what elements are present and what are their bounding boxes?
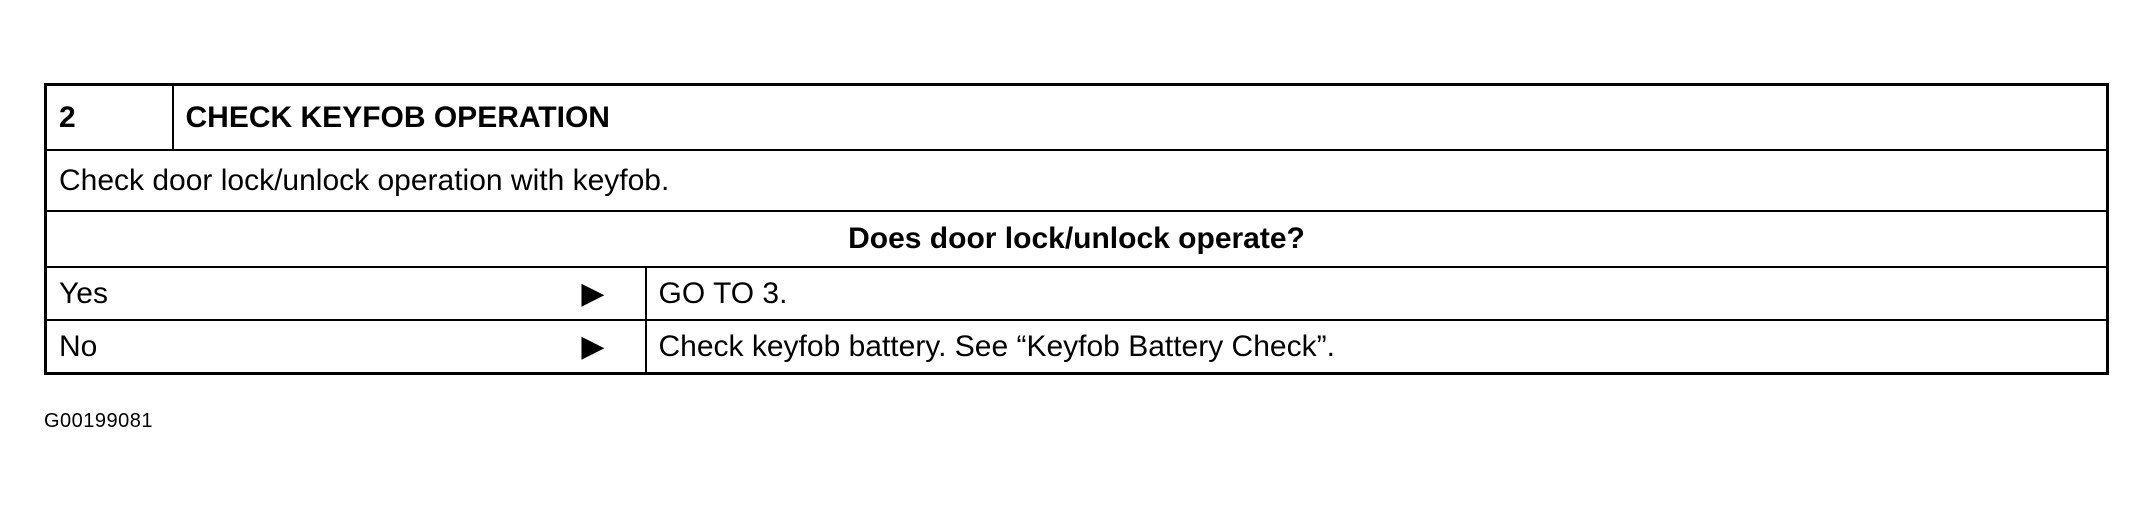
step-title: CHECK KEYFOB OPERATION (171, 83, 2109, 151)
answer-label: Yes (59, 276, 108, 310)
step-instruction: Check door lock/unlock operation with ke… (44, 149, 2109, 212)
answer-label: No (59, 329, 98, 363)
step-question: Does door lock/unlock operate? (44, 210, 2109, 268)
answer-row-no: No ▶ Check keyfob battery. See “Keyfob B… (44, 319, 2109, 375)
question-row: Does door lock/unlock operate? (44, 210, 2109, 268)
answer-row-yes: Yes ▶ GO TO 3. (44, 266, 2109, 321)
figure-code: G00199081 (44, 410, 154, 432)
answer-label-cell: Yes ▶ (44, 266, 647, 321)
diagnostic-step-table: 2 CHECK KEYFOB OPERATION Check door lock… (44, 83, 2109, 375)
answer-result: Check keyfob battery. See “Keyfob Batter… (644, 319, 2109, 375)
answer-label-cell: No ▶ (44, 319, 647, 375)
arrow-right-icon: ▶ (581, 329, 605, 363)
step-header-row: 2 CHECK KEYFOB OPERATION (44, 83, 2109, 151)
arrow-right-icon: ▶ (581, 276, 605, 310)
step-number: 2 (44, 83, 174, 151)
instruction-row: Check door lock/unlock operation with ke… (44, 149, 2109, 212)
answer-result: GO TO 3. (644, 266, 2109, 321)
